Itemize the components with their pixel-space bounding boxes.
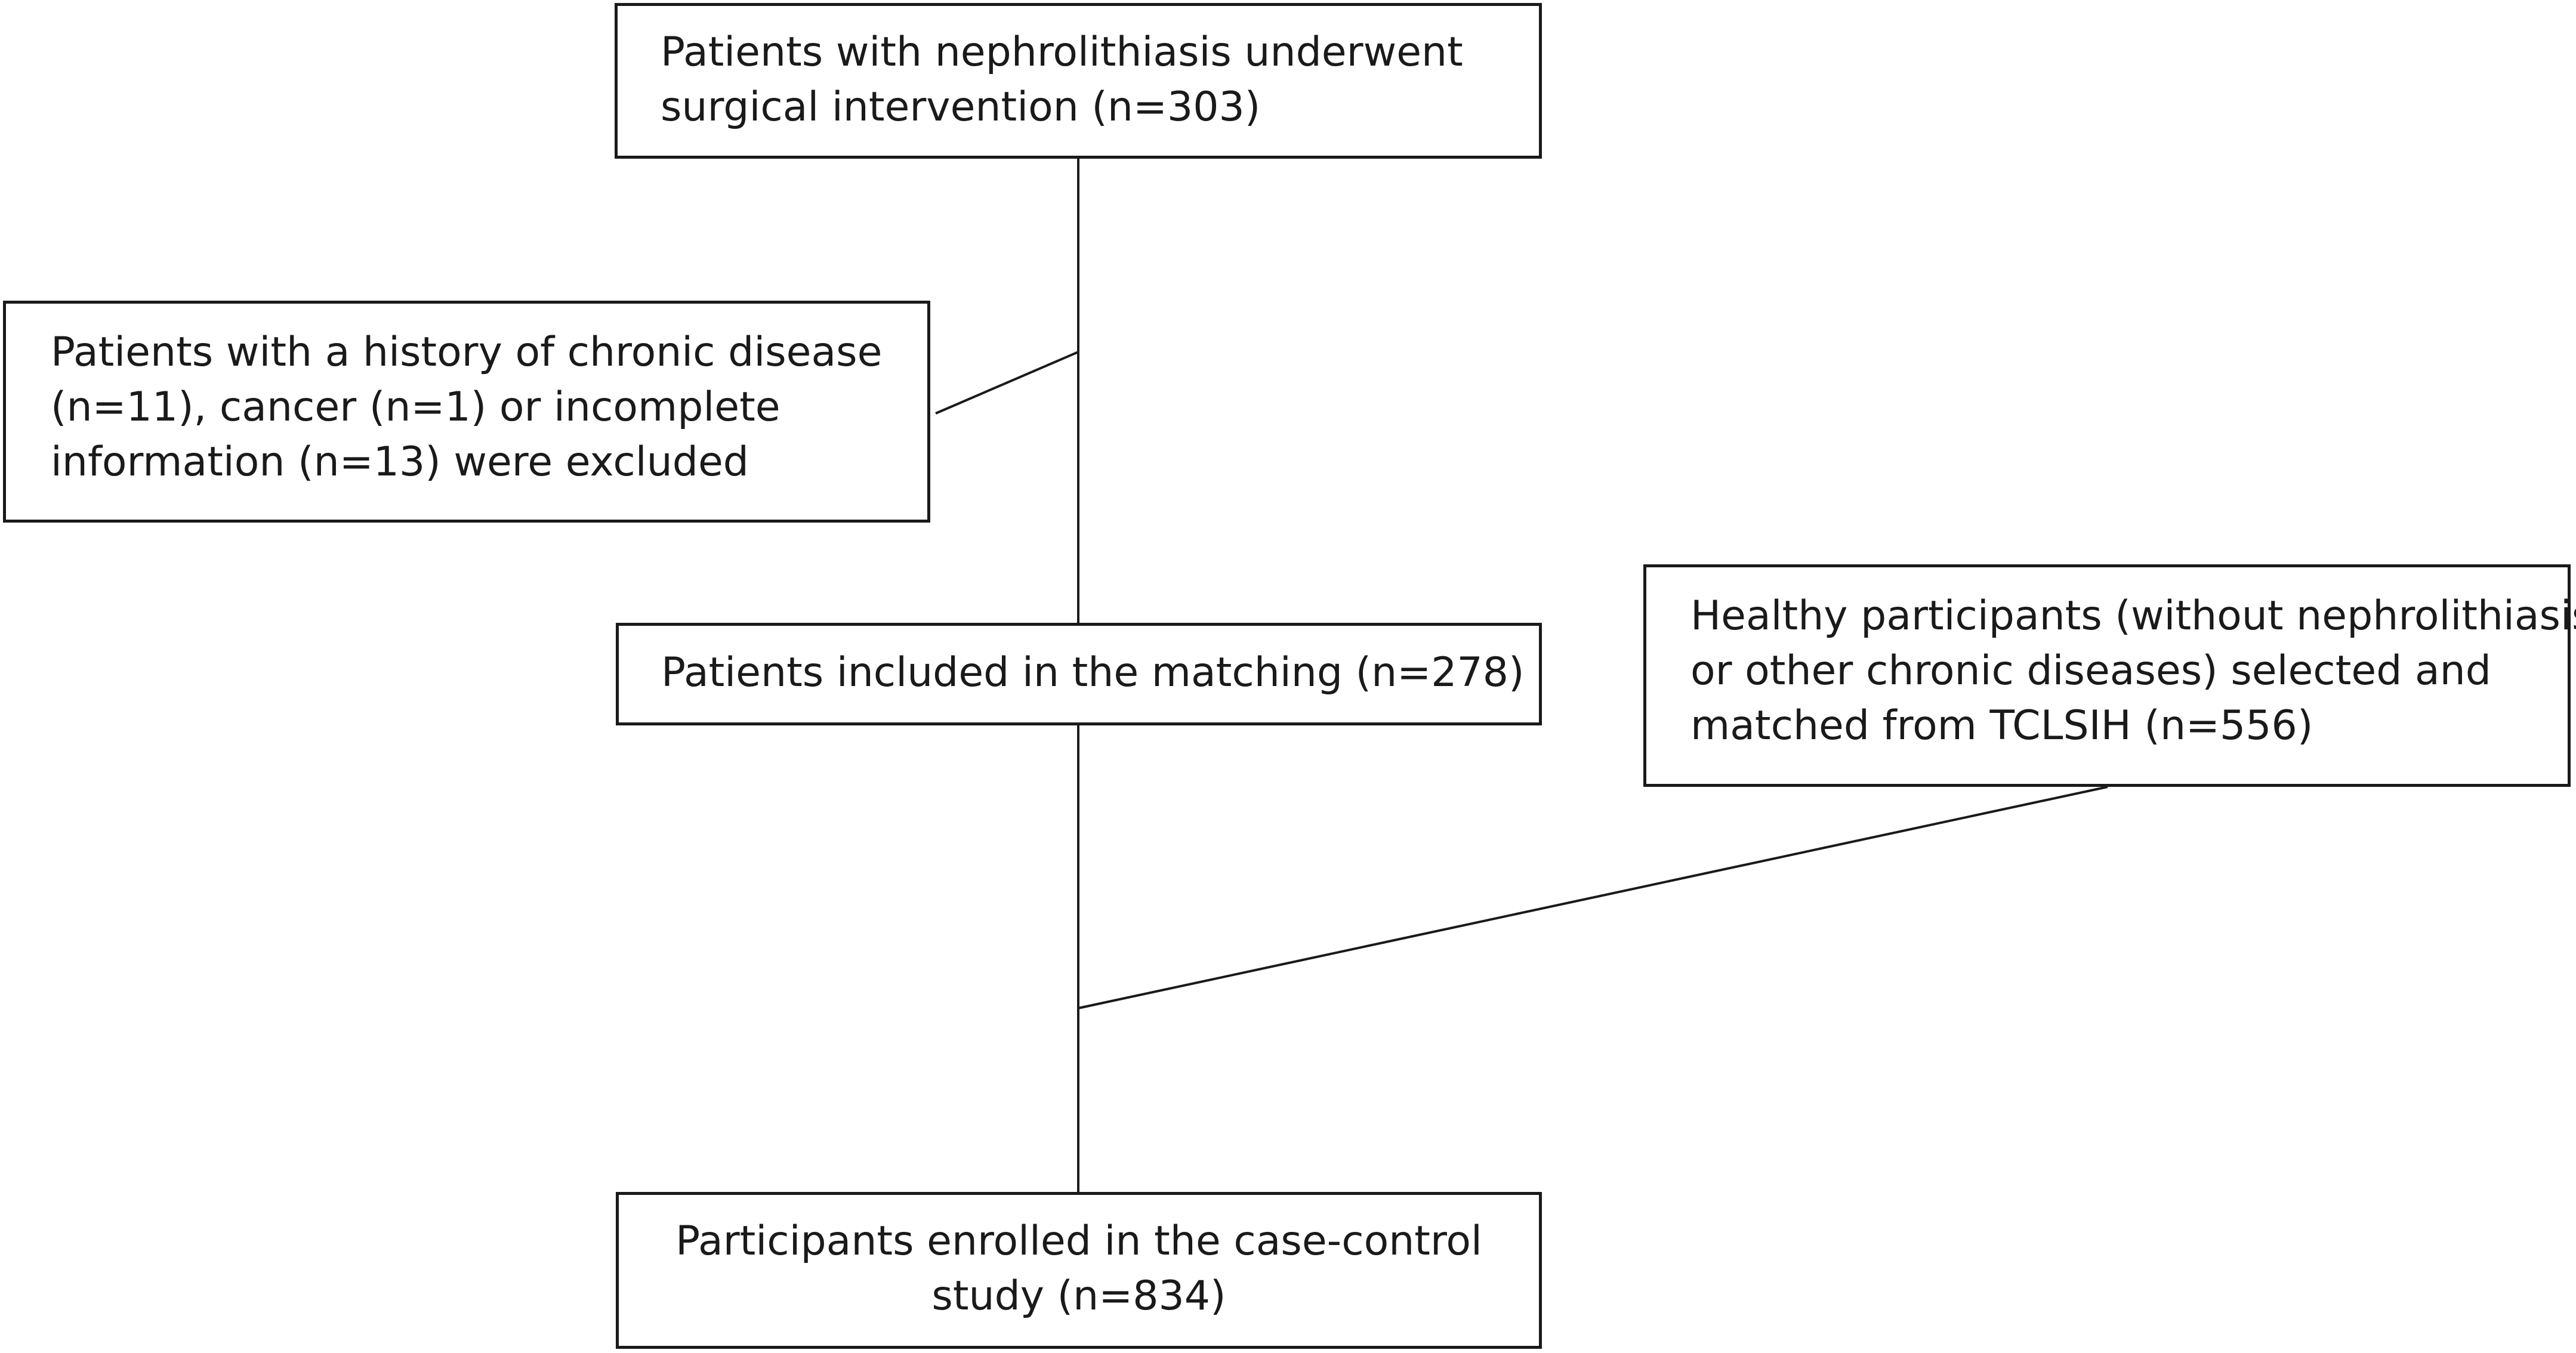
matching-patients-box: Patients included in the matching (n=278… (616, 623, 1542, 725)
excluded-patients-line-3: information (n=13) were excluded (51, 438, 749, 486)
initial-patients-box: Patients with nephrolithiasis underwent … (615, 3, 1542, 159)
matching-patients-line-1: Patients included in the matching (n=278… (661, 649, 1525, 696)
initial-patients-line-2: surgical intervention (n=303) (661, 84, 1261, 131)
excluded-patients-line-1: Patients with a history of chronic disea… (51, 329, 883, 376)
healthy-participants-line-3: matched from TCLSIH (n=556) (1690, 702, 2313, 749)
enrolled-participants-line-1: Participants enrolled in the case-contro… (675, 1218, 1482, 1265)
healthy-participants-line-1: Healthy participants (without nephrolith… (1690, 592, 2576, 640)
enrolled-participants-line-2: study (n=834) (931, 1272, 1226, 1320)
connector-exclusion-branch (935, 351, 1079, 415)
connector-healthy-merge (1078, 786, 2108, 1009)
healthy-participants-line-2: or other chronic diseases) selected and (1690, 647, 2491, 694)
initial-patients-line-1: Patients with nephrolithiasis underwent (661, 29, 1463, 76)
excluded-patients-line-2: (n=11), cancer (n=1) or incomplete (51, 384, 780, 431)
enrolled-participants-box: Participants enrolled in the case-contro… (616, 1192, 1542, 1349)
excluded-patients-box: Patients with a history of chronic disea… (3, 301, 930, 523)
healthy-participants-box: Healthy participants (without nephrolith… (1643, 564, 2576, 787)
